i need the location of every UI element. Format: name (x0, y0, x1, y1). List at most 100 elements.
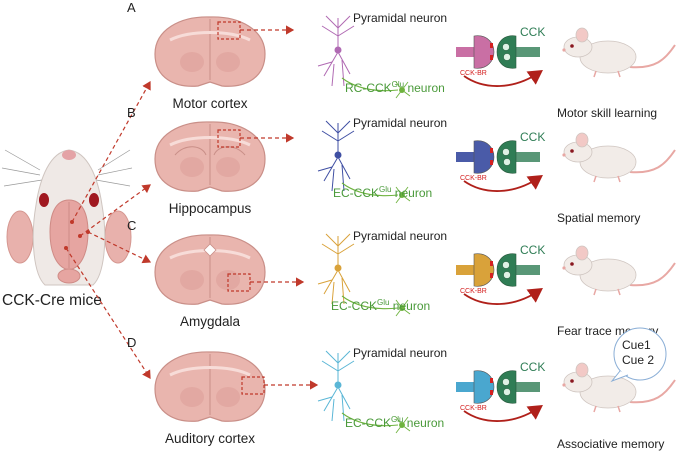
panel-letter: C (127, 218, 136, 233)
panel-letter: A (127, 0, 136, 15)
region-label: Hippocampus (169, 201, 252, 216)
cck-neuron-sup: Glu (379, 185, 391, 194)
subcortical-left (180, 52, 204, 72)
mouse-tail (629, 379, 676, 404)
cck-neuron (395, 186, 411, 204)
cck-vesicle (502, 378, 510, 386)
cck-terminal (496, 35, 517, 69)
cck-dendrites (395, 299, 411, 317)
cckbr-label: CCK-BR (460, 405, 487, 412)
mouse-tail (629, 44, 676, 69)
postsyn-terminal (473, 140, 495, 174)
behavior-mouse (562, 27, 676, 78)
feedback-arrow (463, 174, 543, 192)
cck-neuron-prefix: RC-CCK (345, 81, 392, 95)
behavior-label: Associative memory (557, 437, 664, 451)
behavior-mouse (562, 362, 676, 413)
mouse-eye (570, 262, 574, 266)
subcortical-left (180, 157, 204, 177)
cck-axon-bar (516, 47, 540, 57)
behavior-mouse (562, 132, 676, 183)
behavior-label: Spatial memory (557, 211, 640, 225)
pyramidal-neuron (317, 120, 355, 192)
cue-text: Cue1 (622, 338, 651, 352)
cck-axon-bar (516, 152, 540, 162)
cck-neuron-sup: Glu (392, 80, 404, 89)
cck-axon (341, 182, 399, 197)
cck-vesicle (503, 271, 511, 279)
cue-bubble-tail (610, 370, 629, 383)
mouse-nose (562, 153, 566, 157)
cck-vesicle (503, 388, 511, 396)
injection-arrows (65, 80, 152, 380)
cckbr-receptor (490, 273, 493, 278)
cck-neuron-sup: Glu (377, 298, 389, 307)
white-matter (169, 366, 251, 377)
white-matter (169, 136, 251, 147)
cck-neuron-suffix: neuron (389, 299, 430, 313)
cckbr-label: CCK-BR (460, 288, 487, 295)
mouse-feet (593, 175, 621, 183)
behavior-mouse (562, 245, 676, 296)
feedback-arrow (463, 69, 543, 87)
pyramidal-label: Pyramidal neuron (353, 116, 447, 130)
basal-dendrites (317, 269, 351, 305)
cckbr-label: CCK-BR (460, 175, 487, 182)
mouse-tail (629, 262, 676, 287)
cckbr-receptor (490, 378, 493, 383)
cue-text: Cue 2 (622, 353, 654, 367)
pyramidal-label: Pyramidal neuron (353, 346, 447, 360)
postsyn-terminal (473, 35, 495, 69)
pyramidal-neuron (317, 350, 355, 422)
region-label: Amygdala (180, 314, 241, 329)
cckbr-receptor (490, 390, 493, 395)
mouse-head-illustration (1, 149, 133, 286)
cck-dendrites (395, 81, 411, 99)
cck-vesicle (503, 158, 511, 166)
mouse-nose (562, 48, 566, 52)
mouse-ear (575, 362, 589, 378)
panel-letter: B (127, 105, 136, 120)
cck-terminal (496, 370, 517, 404)
mouse-nose (562, 383, 566, 387)
feedback-arrow (463, 287, 543, 305)
cckbr-receptor (490, 148, 493, 153)
mouse-ear (575, 132, 589, 148)
cckbr-receptor (490, 43, 493, 48)
subcortical-right (216, 157, 240, 177)
cck-neuron-label: EC-CCKGlu neuron (331, 298, 430, 313)
cck-dendrites (395, 416, 411, 434)
cck-label: CCK (520, 360, 545, 374)
cck-axon-bar (516, 382, 540, 392)
synapse (456, 35, 543, 87)
neuron-soma (334, 151, 342, 159)
neuron-soma (334, 381, 342, 389)
cck-neuron-sup: Glu (391, 415, 403, 424)
white-matter (169, 31, 251, 42)
cck-neuron-suffix: neuron (404, 81, 445, 95)
synapse (456, 253, 543, 305)
cck-axon (341, 77, 399, 92)
region-label: Auditory cortex (165, 431, 255, 446)
apical-branches (321, 120, 355, 142)
cck-vesicle (502, 43, 510, 51)
panel-letter: D (127, 335, 136, 350)
cck-neuron-prefix: EC-CCK (333, 186, 379, 200)
neuron-soma (334, 46, 342, 54)
cck-terminal (496, 140, 517, 174)
cck-neuron (395, 299, 411, 317)
cck-neuron-label: EC-CCKGlu neuron (333, 185, 432, 200)
pyramidal-neuron (317, 233, 355, 305)
cckbr-receptor (490, 261, 493, 266)
cck-axon (341, 295, 399, 310)
cck-vesicle (502, 148, 510, 156)
cckbr-receptor (490, 55, 493, 60)
apical-branches (321, 233, 355, 255)
presyn-axon (456, 265, 476, 275)
mouse-eye (570, 44, 574, 48)
subcortical-right (216, 387, 240, 407)
mouse-nose (562, 266, 566, 270)
